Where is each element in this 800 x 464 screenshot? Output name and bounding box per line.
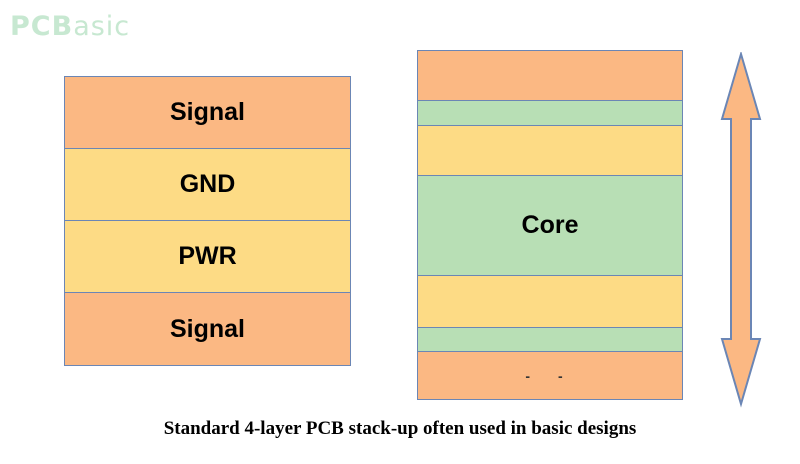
- physical-stack: Core - -: [417, 50, 683, 400]
- stack-layer-pwr: PWR: [65, 221, 350, 293]
- inner-copper-bottom-layer: [418, 276, 682, 328]
- stack-layer-signal-top: Signal: [65, 77, 350, 149]
- stack-layer-signal-bottom: Signal: [65, 293, 350, 365]
- copper-top-layer: [418, 51, 682, 101]
- figure-caption: Standard 4-layer PCB stack-up often used…: [163, 418, 637, 439]
- logo-text-bold: PCB: [10, 11, 74, 42]
- prepreg-bottom-layer: [418, 328, 682, 352]
- four-layer-stack: Signal GND PWR Signal: [64, 76, 351, 366]
- core-layer: Core: [418, 176, 682, 276]
- logo-text-light: asic: [73, 11, 131, 42]
- thickness-double-arrow-icon: [720, 52, 762, 408]
- stack-layer-gnd: GND: [65, 149, 350, 221]
- double-arrow-shape: [720, 52, 762, 408]
- inner-copper-top-layer: [418, 126, 682, 176]
- copper-bottom-layer: - -: [418, 352, 682, 399]
- prepreg-top-layer: [418, 101, 682, 126]
- pcbasic-logo: PCBasic: [10, 12, 130, 42]
